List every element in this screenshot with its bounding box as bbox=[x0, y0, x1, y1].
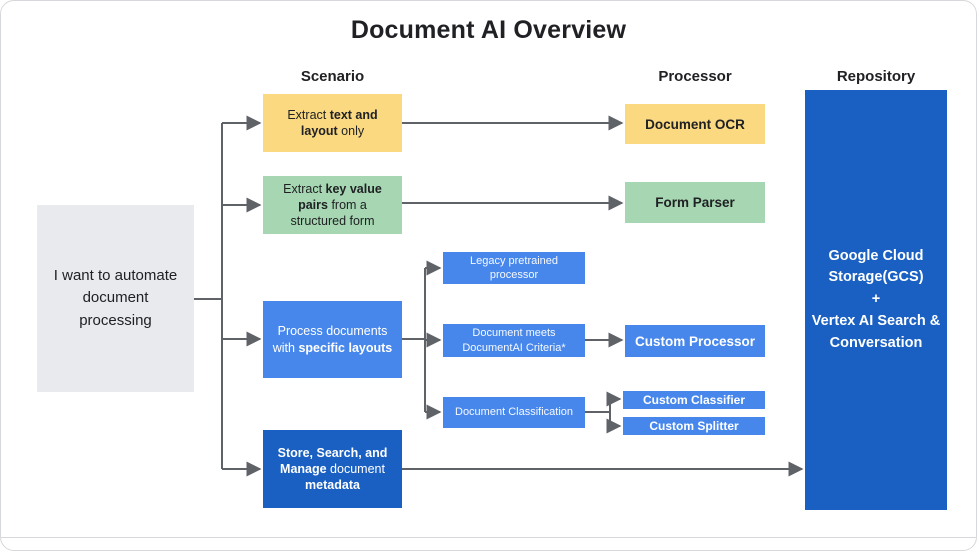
scenario-process-specific-layouts: Process documents with specific layouts bbox=[263, 301, 402, 378]
condition-meets-criteria-label: Document meets DocumentAI Criteria* bbox=[462, 327, 566, 354]
processor-custom-splitter-label: Custom Splitter bbox=[649, 419, 739, 433]
condition-document-classification-label: Document Classification bbox=[455, 406, 573, 419]
scenario-extract-key-value-label: Extract key value pairs from a structure… bbox=[283, 181, 382, 229]
scenario-extract-key-value: Extract key value pairs from a structure… bbox=[263, 176, 402, 234]
connector bbox=[194, 123, 223, 469]
condition-document-classification: Document Classification bbox=[443, 397, 585, 428]
connector bbox=[585, 399, 611, 426]
processor-custom-classifier-label: Custom Classifier bbox=[642, 393, 746, 407]
repository-node-label: Google Cloud Storage(GCS) + Vertex AI Se… bbox=[811, 247, 941, 351]
condition-meets-criteria: Document meets DocumentAI Criteria* bbox=[443, 324, 585, 357]
processor-document-ocr: Document OCR bbox=[625, 104, 765, 144]
connector bbox=[402, 268, 426, 412]
processor-form-parser: Form Parser bbox=[625, 182, 765, 223]
column-header-repository: Repository bbox=[836, 68, 916, 85]
start-node-label: I want to automate document processing bbox=[53, 266, 178, 329]
scenario-extract-text-layout-label: Extract text and layout only bbox=[287, 107, 378, 138]
processor-custom-splitter: Custom Splitter bbox=[623, 417, 765, 435]
page-title: Document AI Overview bbox=[350, 16, 627, 44]
scenario-store-search-manage-label: Store, Search, and Manage document metad… bbox=[277, 445, 388, 493]
condition-legacy-pretrained-label: Legacy pretrained processor bbox=[469, 254, 559, 281]
column-header-scenario: Scenario bbox=[300, 68, 365, 85]
processor-custom-processor-label: Custom Processor bbox=[634, 333, 756, 349]
scenario-store-search-manage: Store, Search, and Manage document metad… bbox=[263, 430, 402, 508]
processor-form-parser-label: Form Parser bbox=[655, 195, 735, 210]
condition-legacy-pretrained: Legacy pretrained processor bbox=[443, 252, 585, 284]
column-header-processor: Processor bbox=[658, 68, 732, 85]
processor-custom-processor: Custom Processor bbox=[625, 325, 765, 357]
processor-custom-classifier: Custom Classifier bbox=[623, 391, 765, 409]
scenario-process-specific-layouts-label: Process documents with specific layouts bbox=[272, 324, 393, 355]
processor-document-ocr-label: Document OCR bbox=[645, 116, 745, 132]
start-node: I want to automate document processing bbox=[37, 205, 194, 392]
repository-node: Google Cloud Storage(GCS) + Vertex AI Se… bbox=[805, 90, 947, 510]
scenario-extract-text-layout: Extract text and layout only bbox=[263, 94, 402, 152]
card-bottom-divider bbox=[1, 537, 976, 538]
